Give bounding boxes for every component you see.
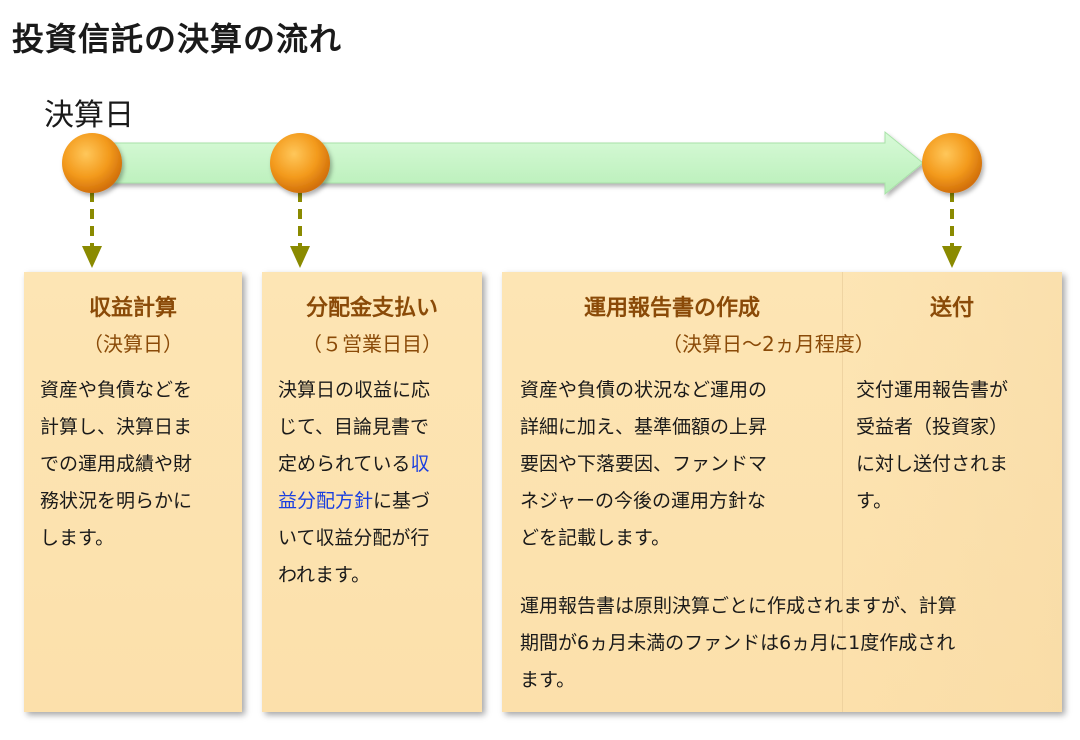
distribution-policy-link[interactable]: 益分配方針 [278, 490, 374, 512]
body-line: 交付運用報告書が [856, 379, 1009, 401]
start-label: 決算日 [44, 98, 134, 133]
body-line: 資産や負債などを [40, 379, 193, 401]
body-line: 決算日の収益に応 [278, 379, 431, 401]
timeline-dot-2 [270, 133, 330, 193]
body-line: ネジャーの今後の運用方針な [520, 490, 767, 512]
step-title: 収益計算 [88, 296, 177, 321]
body-text: に基づ [373, 490, 431, 512]
step-subtitle: （５営業日目） [302, 332, 442, 356]
report-note: 運用報告書は原則決算ごとに作成されますが、計算 期間が6ヵ月未満のファンドは6ヵ… [520, 588, 957, 699]
body-line: 益分配方針に基づ [278, 483, 430, 520]
step-title: 運用報告書の作成 [583, 296, 760, 321]
body-text: 定められている [278, 453, 411, 475]
arrowhead-2 [290, 246, 310, 268]
box-shade [842, 272, 1062, 712]
step-body-send: 交付運用報告書が 受益者（投資家） に対し送付されま す。 [856, 372, 1008, 520]
note-line: ます。 [520, 669, 576, 691]
body-line: 要因や下落要因、ファンドマ [520, 453, 768, 475]
body-line: に対し送付されま [856, 453, 1009, 475]
page-title: 投資信託の決算の流れ [12, 20, 343, 58]
arrowhead-1 [82, 246, 102, 268]
timeline [62, 130, 982, 268]
arrowhead-3 [942, 246, 962, 268]
body-line: での運用成績や財 [40, 453, 193, 475]
step-subtitle: （決算日〜2ヵ月程度） [662, 332, 875, 356]
step-box-income-calc: 収益計算 （決算日） 資産や負債などを 計算し、決算日ま での運用成績や財 務状… [24, 272, 242, 712]
body-line: 計算し、決算日ま [40, 416, 193, 438]
distribution-policy-link[interactable]: 収 [410, 453, 430, 475]
body-line: します。 [40, 527, 115, 549]
step-box-distribution: 分配金支払い （５営業日目） 決算日の収益に応 じて、目論見書で 定められている… [262, 272, 482, 712]
body-line: す。 [856, 490, 893, 512]
body-line: 務状況を明らかに [40, 490, 193, 512]
body-line: 受益者（投資家） [856, 416, 1009, 438]
body-line: われます。 [278, 564, 371, 586]
body-line: どを記載します。 [520, 527, 671, 549]
step-title-send: 送付 [929, 296, 974, 321]
step-body: 資産や負債の状況など運用の 詳細に加え、基準価額の上昇 要因や下落要因、ファンド… [520, 372, 767, 557]
step-body: 資産や負債などを 計算し、決算日ま での運用成績や財 務状況を明らかに します。 [40, 372, 192, 557]
body-line: じて、目論見書で [278, 416, 430, 438]
note-line: 期間が6ヵ月未満のファンドは6ヵ月に1度作成され [520, 632, 956, 654]
timeline-dot-3 [922, 133, 982, 193]
body-line: 定められている収 [278, 446, 430, 483]
body-line: 資産や負債の状況など運用の [520, 379, 768, 401]
step-subtitle: （決算日） [83, 332, 183, 356]
step-box-report: 運用報告書の作成 送付 （決算日〜2ヵ月程度） 資産や負債の状況など運用の 詳細… [502, 272, 1062, 712]
step-body: 決算日の収益に応 じて、目論見書で 定められている収 益分配方針に基づ いて収益… [278, 372, 430, 594]
timeline-arrow [91, 130, 924, 196]
note-line: 運用報告書は原則決算ごとに作成されますが、計算 [520, 595, 957, 617]
box-divider [842, 272, 843, 712]
body-line: 詳細に加え、基準価額の上昇 [520, 416, 768, 438]
body-line: いて収益分配が行 [278, 527, 430, 549]
timeline-dot-1 [62, 133, 122, 193]
step-title: 分配金支払い [305, 296, 438, 321]
